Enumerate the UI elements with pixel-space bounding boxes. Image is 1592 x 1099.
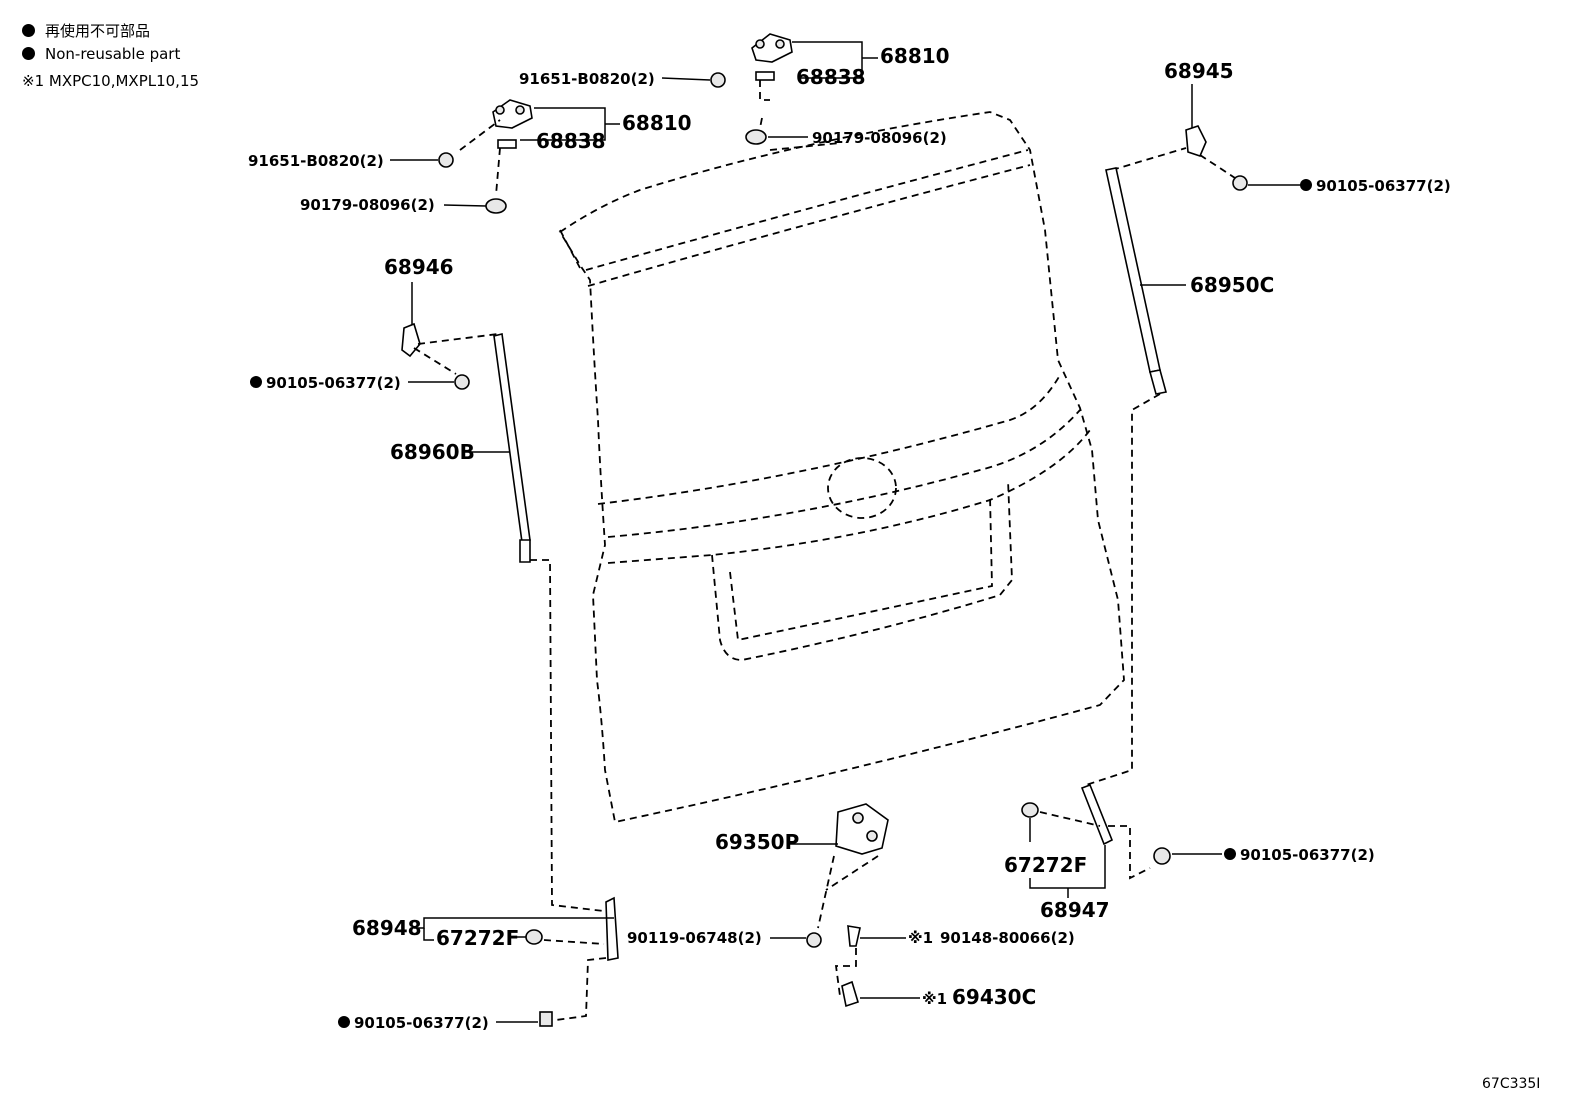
lock-assembly	[770, 803, 920, 1008]
label-90105-bottom: 90105-06377(2)	[354, 1014, 489, 1032]
label-68947: 68947	[1040, 898, 1110, 922]
gas-strut-icon	[1105, 167, 1161, 373]
non-reusable-marker	[250, 376, 262, 388]
legend-note-text: ※1 MXPC10,MXPL10,15	[22, 72, 200, 90]
bumper-icon	[485, 198, 507, 214]
label-69430c-note-mark: ※1	[922, 990, 947, 1008]
nut-icon	[710, 72, 726, 88]
filled-circle-icon	[22, 47, 35, 60]
legend-text-en: Non-reusable part	[45, 45, 181, 63]
screw-icon	[847, 925, 861, 947]
left-hinge-assembly	[390, 99, 620, 214]
label-90105-right-top: 90105-06377(2)	[1316, 177, 1451, 195]
label-67272f-left: 67272F	[436, 926, 519, 950]
legend-non-reusable-jp: 再使用不可部品	[22, 20, 150, 41]
bracket-icon	[1185, 125, 1207, 157]
label-91651-left: 91651-B0820(2)	[248, 152, 384, 170]
bolt-icon	[806, 932, 822, 948]
legend-text-jp: 再使用不可部品	[45, 22, 151, 40]
non-reusable-marker	[1224, 848, 1236, 860]
left-stay-assembly	[250, 282, 619, 1028]
label-68945: 68945	[1164, 59, 1234, 83]
bolt-icon	[1232, 175, 1248, 191]
label-68810-top: 68810	[880, 44, 950, 68]
legend-note-1: ※1 MXPC10,MXPL10,15	[22, 72, 199, 90]
top-hinge-assembly	[661, 33, 878, 151]
lock-icon	[835, 803, 889, 855]
label-68960b: 68960B	[390, 440, 475, 464]
right-stay-assembly	[1021, 84, 1312, 898]
legend-non-reusable-en: Non-reusable part	[22, 45, 180, 63]
nut-icon	[438, 152, 454, 168]
bracket-icon	[605, 896, 619, 961]
bolt-icon	[454, 374, 470, 390]
label-68950c: 68950C	[1190, 273, 1274, 297]
filled-circle-icon	[22, 24, 35, 37]
label-69350p: 69350P	[715, 830, 799, 854]
striker-icon	[841, 980, 859, 1008]
bolt-icon	[539, 1011, 553, 1027]
gas-strut-icon	[493, 333, 531, 543]
back-door-panel	[558, 111, 1125, 824]
label-68948: 68948	[352, 916, 422, 940]
non-reusable-marker	[338, 1016, 350, 1028]
label-90179-left: 90179-08096(2)	[300, 196, 435, 214]
plate-icon	[755, 71, 775, 81]
label-90148-note-mark: ※1	[908, 929, 933, 947]
label-90148: 90148-80066(2)	[940, 929, 1075, 947]
diagram-code: 67C335I	[1482, 1076, 1540, 1092]
label-68946: 68946	[384, 255, 454, 279]
label-68810-left: 68810	[622, 111, 692, 135]
label-67272f-right: 67272F	[1004, 853, 1087, 877]
label-68838-top: 68838	[796, 65, 866, 89]
label-69430c: 69430C	[952, 985, 1036, 1009]
non-reusable-marker	[1300, 179, 1312, 191]
bumper-icon	[745, 129, 767, 145]
label-90119: 90119-06748(2)	[627, 929, 762, 947]
bracket-icon	[401, 322, 421, 358]
bolt-icon	[1153, 847, 1171, 865]
bracket-icon	[1080, 783, 1114, 846]
label-90179-top: 90179-08096(2)	[812, 129, 947, 147]
bushing-icon	[525, 929, 543, 945]
label-90105-right-bottom: 90105-06377(2)	[1240, 846, 1375, 864]
label-68838-left: 68838	[536, 129, 606, 153]
label-90105-left: 90105-06377(2)	[266, 374, 401, 392]
bushing-icon	[1021, 802, 1039, 818]
part-labels: 91651-B0820(2) 68810 68838 90179-08096(2…	[248, 44, 1540, 1092]
plate-icon	[497, 139, 517, 149]
label-91651-top: 91651-B0820(2)	[519, 70, 655, 88]
